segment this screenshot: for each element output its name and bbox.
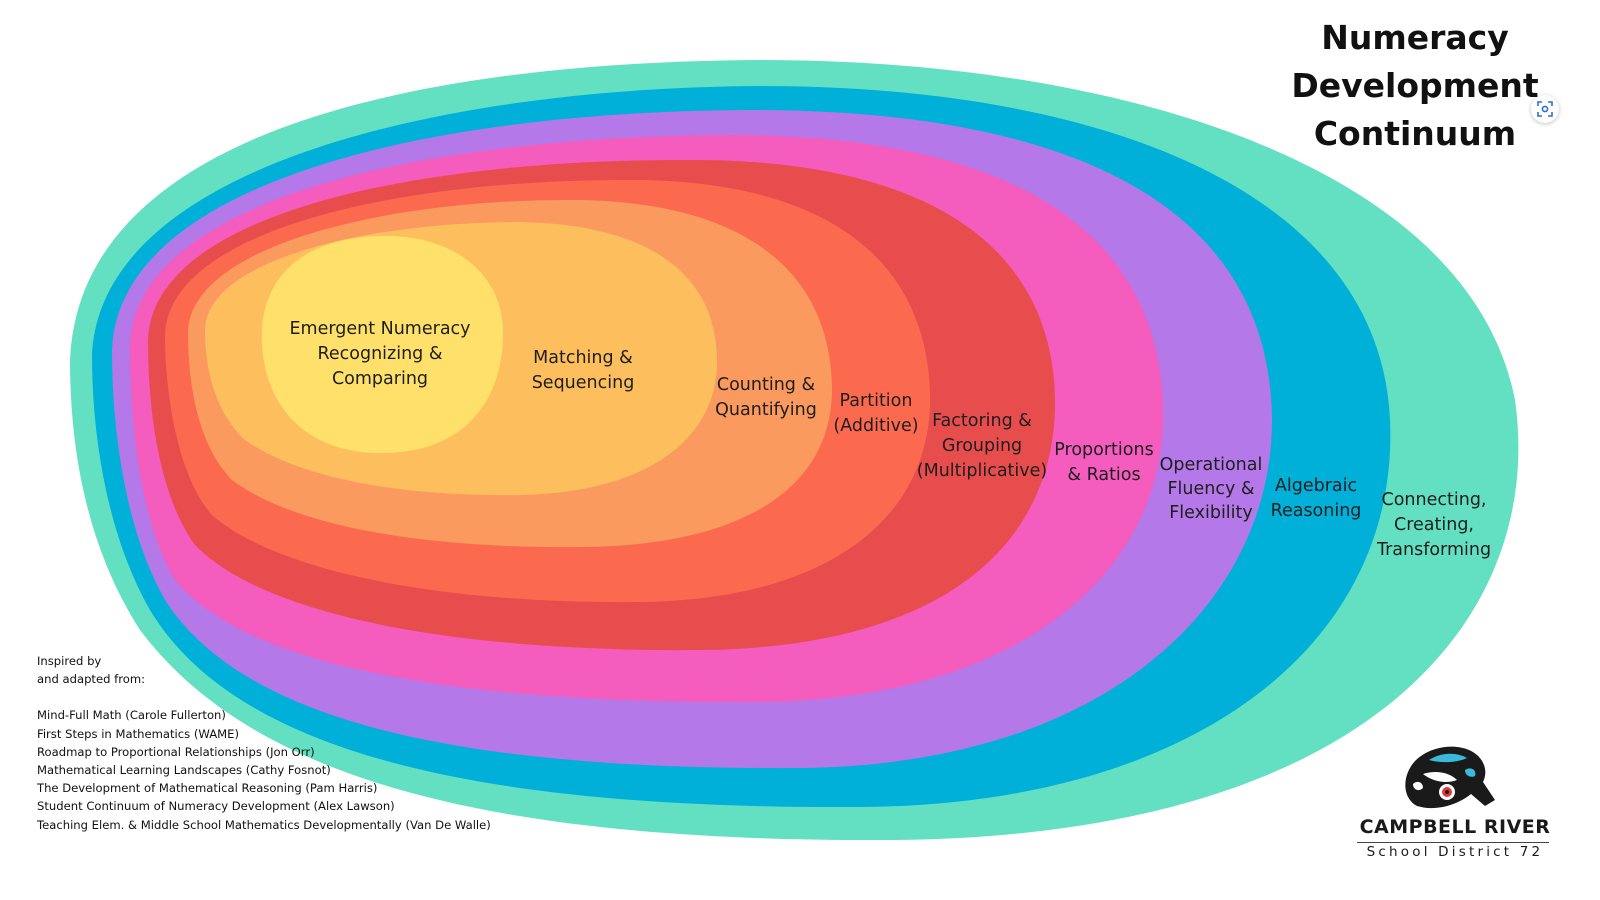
title-line: Continuum — [1313, 114, 1517, 153]
sources-list: Inspired by and adapted from: Mind-Full … — [37, 652, 491, 834]
label-line: Algebraic — [1274, 476, 1358, 496]
source-item: First Steps in Mathematics (WAME) — [37, 726, 239, 741]
label-line: (Multiplicative) — [916, 461, 1048, 481]
label-line: Fluency & — [1167, 479, 1255, 499]
source-item: Teaching Elem. & Middle School Mathemati… — [37, 817, 491, 832]
label-operational: Operational Fluency & Flexibility — [1160, 453, 1263, 525]
label-line: Flexibility — [1169, 503, 1253, 523]
label-algebraic: Algebraic Reasoning — [1271, 474, 1362, 524]
page-title: Numeracy Development Continuum — [1275, 14, 1555, 158]
source-item: Roadmap to Proportional Relationships (J… — [37, 744, 315, 759]
label-line: Transforming — [1376, 540, 1492, 560]
label-connecting: Connecting, Creating, Transforming — [1377, 488, 1491, 563]
label-factoring: Factoring & Grouping (Multiplicative) — [917, 409, 1047, 484]
layer-emergent — [261, 235, 504, 454]
source-item: Mathematical Learning Landscapes (Cathy … — [37, 763, 331, 778]
label-line: Operational — [1159, 455, 1263, 475]
source-item: Mind-Full Math (Carole Fullerton) — [37, 708, 226, 723]
label-line: Quantifying — [715, 400, 817, 420]
label-line: Comparing — [331, 369, 429, 389]
label-matching: Matching & Sequencing — [532, 346, 635, 396]
title-line: Numeracy — [1321, 18, 1509, 57]
label-counting: Counting & Quantifying — [715, 373, 817, 423]
label-line: Proportions — [1054, 440, 1154, 460]
label-line: Partition — [839, 391, 913, 411]
logo-subtitle: School District 72 — [1366, 844, 1544, 860]
label-partition: Partition (Additive) — [833, 389, 918, 439]
orca-icon — [1405, 746, 1495, 809]
logo-divider — [1357, 842, 1549, 843]
sources-intro: and adapted from: — [37, 672, 146, 687]
visual-search-icon — [1537, 101, 1553, 117]
spacer — [37, 688, 491, 706]
label-line: Connecting, — [1381, 490, 1487, 510]
source-item: The Development of Mathematical Reasonin… — [37, 781, 378, 796]
label-line: Matching & — [533, 348, 633, 368]
label-line: Creating, — [1393, 515, 1475, 535]
sources-intro: Inspired by — [37, 654, 102, 668]
label-line: Sequencing — [531, 373, 635, 393]
label-emergent: Emergent Numeracy Recognizing & Comparin… — [289, 317, 470, 392]
label-line: Factoring & — [932, 411, 1032, 431]
label-line: Emergent Numeracy — [289, 319, 471, 339]
label-line: Grouping — [941, 436, 1023, 456]
label-line: Counting & — [716, 375, 816, 395]
district-logo: CAMPBELL RIVER School District 72 — [1355, 740, 1555, 865]
label-line: (Additive) — [833, 416, 919, 436]
source-item: Student Continuum of Numeracy Developmen… — [37, 799, 395, 814]
label-proportions: Proportions & Ratios — [1054, 438, 1153, 488]
label-line: & Ratios — [1067, 465, 1141, 485]
visual-search-button[interactable] — [1531, 95, 1559, 123]
title-line: Development — [1291, 66, 1539, 105]
label-line: Reasoning — [1270, 501, 1362, 521]
logo-name: CAMPBELL RIVER — [1359, 816, 1551, 838]
label-line: Recognizing & — [317, 344, 443, 364]
